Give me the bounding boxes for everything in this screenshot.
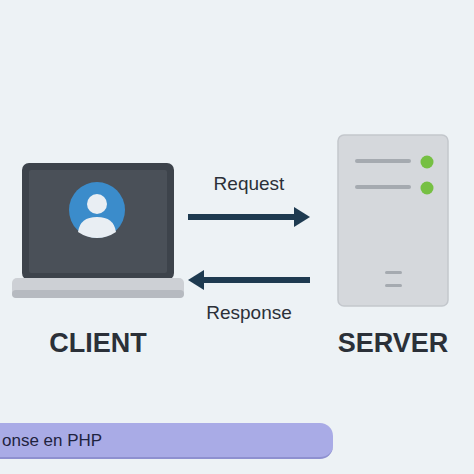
server-illustration xyxy=(312,134,474,309)
vent-line xyxy=(385,271,402,274)
server-tower: SERVER xyxy=(312,134,474,360)
node-label: CLIENT xyxy=(10,328,186,359)
client-laptop: CLIENT xyxy=(10,160,186,360)
flow-arrow xyxy=(188,207,310,227)
avatar-circle xyxy=(69,182,125,238)
drive-slot xyxy=(355,159,411,163)
edge-label: Request xyxy=(214,173,285,195)
server-case xyxy=(338,135,448,306)
drive-slot xyxy=(355,185,411,189)
arrow-head xyxy=(188,270,204,290)
arrow-shaft xyxy=(188,214,296,220)
avatar-body xyxy=(78,217,116,238)
banner-title: onse en PHP xyxy=(2,431,102,451)
vent-line xyxy=(385,284,402,287)
flow-arrow xyxy=(188,270,310,290)
laptop-screen xyxy=(29,170,167,273)
laptop-base-edge xyxy=(12,290,184,298)
laptop-illustration xyxy=(10,160,186,300)
arrow-shaft xyxy=(202,277,310,283)
laptop-bezel xyxy=(22,163,174,280)
avatar-head xyxy=(87,194,107,214)
status-led xyxy=(421,182,434,195)
edge-label: Response xyxy=(206,302,292,324)
node-label: SERVER xyxy=(312,328,474,359)
title-banner: onse en PHP xyxy=(0,423,333,459)
laptop-base xyxy=(12,278,184,298)
status-led xyxy=(421,156,434,169)
arrow-head xyxy=(294,207,310,227)
